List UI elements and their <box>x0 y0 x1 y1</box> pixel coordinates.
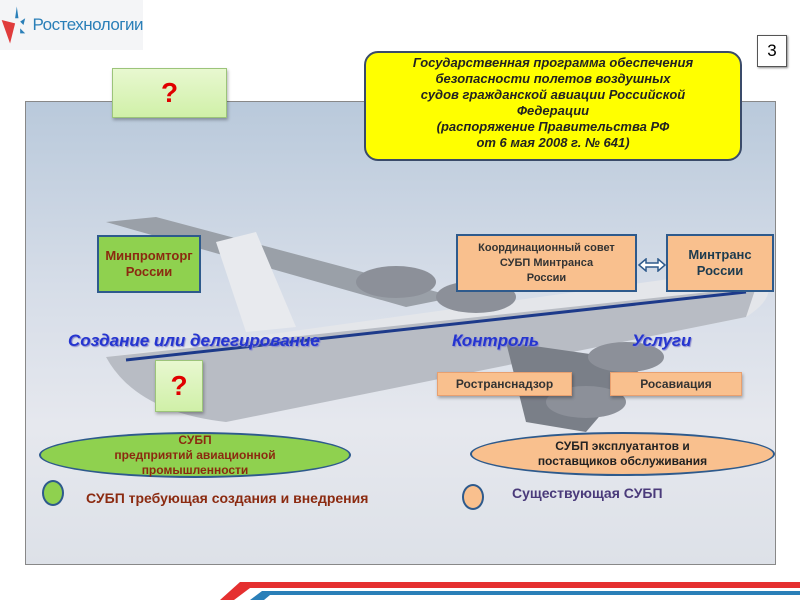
box-line: России <box>125 264 173 279</box>
airplane-photo <box>25 101 776 565</box>
ellipse-line: промышленности <box>141 462 249 477</box>
legend-orange-text: Существующая СУБП <box>512 485 663 501</box>
box-line: Минпромторг <box>105 248 193 263</box>
program-line: судов гражданской авиации Российской <box>420 87 686 102</box>
ellipse-line: поставщиков обслуживания <box>537 454 708 468</box>
ellipse-line: СУБП <box>178 432 212 447</box>
top-question-box: ? <box>112 68 227 118</box>
box-line: СУБП Минтранса <box>499 256 594 269</box>
box-line: России <box>526 271 567 284</box>
legend-green-text: СУБП требующая создания и внедрения <box>86 490 369 506</box>
footer-stripes <box>200 578 800 600</box>
legend-orange-marker <box>462 484 484 510</box>
state-program-box: Государственная программа обеспечения бе… <box>364 51 742 161</box>
label-control: Контроль <box>452 331 540 350</box>
program-line: (распоряжение Правительства РФ <box>436 119 670 134</box>
box-line: России <box>696 263 744 278</box>
ellipse-line: СУБП эксплуатантов и <box>555 439 690 453</box>
box-line: Минтранс <box>688 247 752 262</box>
label-creation: Создание или делегирование <box>68 331 320 350</box>
program-line: Федерации <box>516 103 590 118</box>
program-line: Государственная программа обеспечения <box>412 55 694 70</box>
box-line: Координационный совет <box>478 241 615 254</box>
ellipse-line: предприятий авиационной <box>114 447 276 462</box>
rostransnadzor-box: Ространснадзор <box>437 372 572 396</box>
program-line: безопасности полетов воздушных <box>435 71 671 86</box>
slide-number: 3 <box>757 35 787 67</box>
question-mark: ? <box>160 77 179 108</box>
program-line: от 6 мая 2008 г. № 641) <box>476 135 630 150</box>
star-logo-icon <box>1 6 26 44</box>
rostec-logo: Ростехнологии <box>0 0 144 50</box>
legend-green-marker <box>42 480 64 506</box>
logo-text: Ростехнологии <box>32 15 144 34</box>
middle-question-box: ? <box>155 360 203 412</box>
rosaviatsia-box: Росавиация <box>610 372 742 396</box>
label-services: Услуги <box>632 331 692 350</box>
double-arrow-icon <box>637 257 667 273</box>
question-mark: ? <box>170 370 188 401</box>
